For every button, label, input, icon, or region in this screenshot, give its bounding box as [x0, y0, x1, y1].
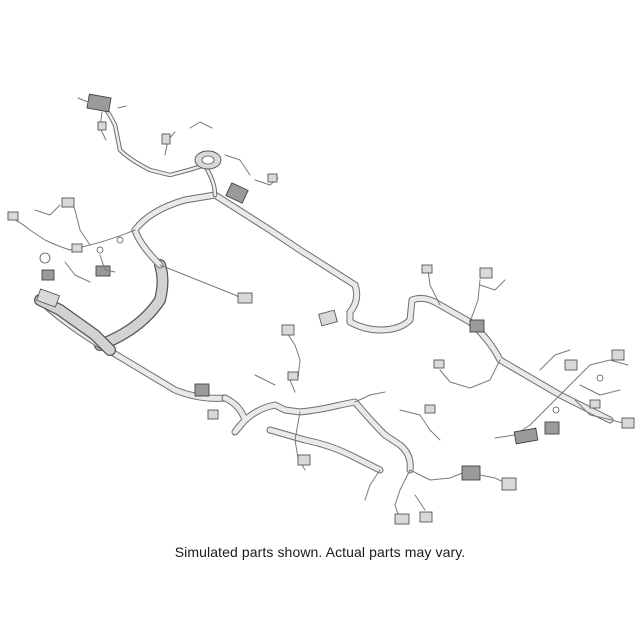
- steering-column-branch: [77, 93, 279, 204]
- engine-bay-branch: [494, 349, 635, 445]
- center-console-branch: [159, 264, 301, 420]
- left-kick-panel-branch: [7, 197, 136, 283]
- lower-branch: [294, 391, 517, 525]
- disclaimer-caption: Simulated parts shown. Actual parts may …: [174, 544, 466, 560]
- floor-harness-section: [34, 252, 116, 356]
- rear-branch: [318, 264, 506, 389]
